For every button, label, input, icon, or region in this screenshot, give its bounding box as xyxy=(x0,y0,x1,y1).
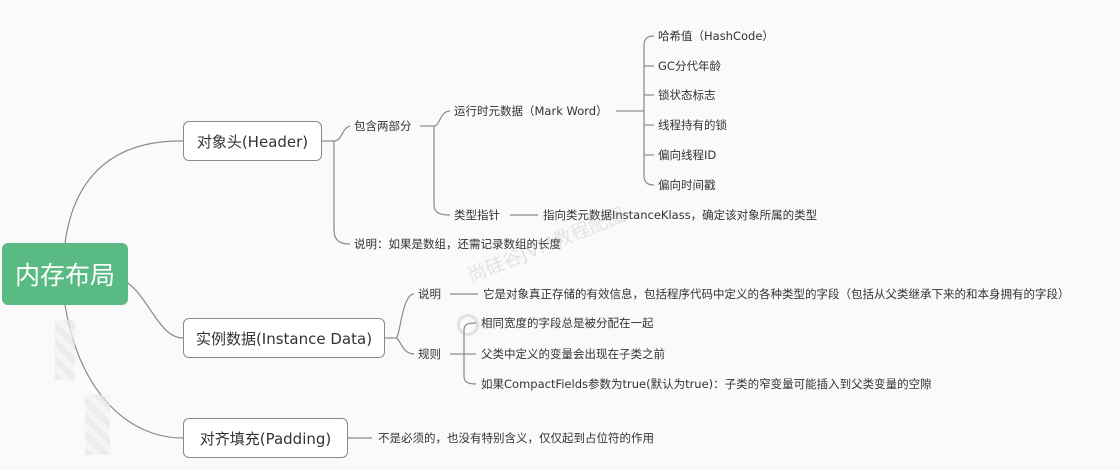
header-contains-label: 包含两部分 xyxy=(354,119,412,133)
watermark-logo-icon xyxy=(457,314,479,336)
instance-rule-item: 相同宽度的字段总是被分配在一起 xyxy=(481,316,654,330)
blurred-region xyxy=(85,395,110,455)
padding-node: 对齐填充(Padding) xyxy=(183,418,348,458)
header-note: 说明：如果是数组，还需记录数组的长度 xyxy=(354,237,561,251)
instance-rule-item: 父类中定义的变量会出现在子类之前 xyxy=(481,347,665,361)
type-pointer-desc: 指向类元数据InstanceKlass，确定该对象所属的类型 xyxy=(543,208,818,222)
mark-word-item: 锁状态标志 xyxy=(658,88,716,102)
padding-desc: 不是必须的，也没有特别含义，仅仅起到占位符的作用 xyxy=(378,431,654,445)
mark-word-label: 运行时元数据（Mark Word） xyxy=(454,104,608,118)
mark-word-item: GC分代年龄 xyxy=(658,59,721,73)
mark-word-item: 哈希值（HashCode） xyxy=(658,29,774,43)
blurred-region xyxy=(55,320,75,380)
instance-explain-desc: 它是对象真正存储的有效信息，包括程序代码中定义的各种类型的字段（包括从父类继承下… xyxy=(483,287,1070,301)
instance-rules-label: 规则 xyxy=(418,347,441,361)
type-pointer-label: 类型指针 xyxy=(454,208,500,222)
mark-word-item: 偏向线程ID xyxy=(658,148,717,162)
instance-rule-item: 如果CompactFields参数为true(默认为true)：子类的窄变量可能… xyxy=(481,377,932,391)
instance-data-node: 实例数据(Instance Data) xyxy=(183,318,385,358)
mark-word-item: 偏向时间戳 xyxy=(658,178,716,192)
mark-word-item: 线程持有的锁 xyxy=(658,118,727,132)
root-node: 内存布局 xyxy=(2,243,128,305)
instance-explain-label: 说明 xyxy=(418,287,441,301)
header-node: 对象头(Header) xyxy=(183,121,322,161)
